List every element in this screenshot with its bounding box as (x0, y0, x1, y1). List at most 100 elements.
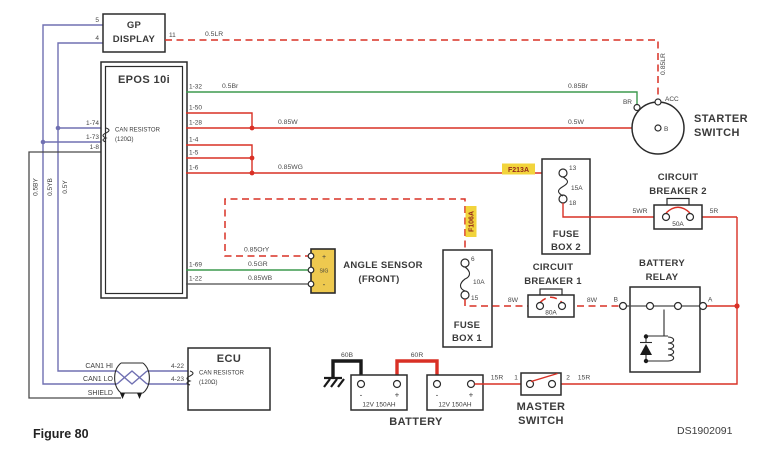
b-terminal (654, 124, 662, 132)
fuse-box-2-title-1: FUSE (553, 229, 580, 240)
resistor-icon (186, 370, 194, 386)
junction-dot (734, 303, 740, 309)
coil-icon (667, 336, 675, 362)
circuit-breaker-1-title-1: CIRCUIT (533, 262, 574, 273)
epos-output-wires: 0.5Br 0.85Br 0.85W 0.5W 0.85WG F213A 0.5… (186, 83, 655, 285)
relay-contact (645, 301, 655, 311)
switch-terminal-1 (525, 379, 535, 389)
wire-label: 0.5Br (222, 83, 239, 90)
relay-b-label: B (614, 297, 618, 304)
shield-tap (137, 393, 142, 399)
angle-sensor-title-1: ANGLE SENSOR (343, 260, 423, 271)
master-terminal-2-label: 2 (566, 375, 570, 382)
battery-relay: B A BATTERY RELAY (614, 258, 713, 373)
fuse1-pin-top: 6 (471, 256, 475, 263)
fuse-id-f106a: F106A (469, 211, 476, 232)
wire-label: 0.85Br (568, 83, 589, 90)
can-stubs-epos (43, 127, 101, 143)
master-switch: 15R 1 2 15R MASTER SWITCH (474, 372, 590, 427)
switch-blade (530, 372, 558, 383)
junction-dot (643, 358, 649, 364)
gp-pin-11: 11 (169, 32, 176, 39)
fuse-terminal (558, 168, 568, 178)
epos-controller: EPOS 10i CAN RESISTOR (120Ω) 1-74 1-73 1… (86, 61, 202, 299)
shield-label: SHIELD (88, 390, 113, 397)
junction-dot (55, 125, 61, 131)
gp-pin-4: 4 (95, 35, 99, 42)
ecu-title: ECU (217, 353, 241, 365)
acc-wire: 0.5LR 0.85LR (165, 31, 667, 99)
fuse-icon (557, 176, 569, 197)
sensor-terminal-minus (307, 280, 315, 288)
fuse1-pin-bottom: 15 (471, 295, 479, 302)
circuit-breaker-2-title-1: CIRCUIT (658, 172, 699, 183)
circuit-breaker-1-title-2: BREAKER 1 (524, 276, 582, 287)
junction-dot (249, 170, 255, 176)
gp-pin-5: 5 (95, 17, 99, 24)
twisted-pair-icon (114, 362, 150, 399)
breaker-terminal (661, 212, 671, 222)
fuse-box-2-title-2: BOX 2 (551, 242, 581, 253)
wire-label: 0.85LR (660, 53, 667, 75)
fuse-terminal (460, 258, 470, 268)
fuse-icon (459, 266, 471, 292)
battery-terminal (356, 379, 366, 389)
junction-dot (249, 125, 255, 131)
battery-link-cable (395, 359, 439, 380)
breaker-terminal (557, 301, 567, 311)
fuse2-pin-bottom: 18 (569, 200, 577, 207)
figure-caption: Figure 80 (33, 427, 89, 441)
master-terminal-1-label: 1 (514, 375, 518, 382)
wire-label: 5R (710, 208, 719, 215)
battery-bank: 60B 60R - + - + 12V 150AH 12V 150AH BATT… (323, 352, 484, 428)
epos-pin: 1-74 (86, 120, 99, 127)
relay-contact (673, 301, 683, 311)
epos-resistor-label-2: (120Ω) (115, 137, 134, 143)
battery-relay-title-1: BATTERY (639, 258, 685, 269)
wire-label: 8W (587, 297, 598, 304)
gauge-label: 0.5Y (62, 180, 69, 194)
wire-label: 0.85W (278, 119, 298, 126)
document-id: DS1902091 (677, 425, 733, 437)
battery1-rating: 12V 150AH (362, 402, 396, 409)
acc-label: ACC (665, 96, 679, 103)
diode-icon (640, 344, 652, 355)
shield-tap (120, 393, 125, 399)
ecu-resistor-label-1: CAN RESISTOR (199, 371, 245, 377)
relay-terminal-b (618, 301, 628, 311)
circuit-breaker-2: 5WR 5R 50A CIRCUIT BREAKER 2 (562, 172, 737, 230)
ground-cable (331, 359, 363, 380)
wire-label: 5WR (632, 208, 647, 215)
starter-switch-title-2: SWITCH (694, 127, 740, 139)
polarity: + (395, 391, 400, 400)
fuse-box-2: 13 15A 18 FUSE BOX 2 (541, 158, 591, 255)
epos-title: EPOS 10i (118, 74, 170, 86)
fuse-box-1: 6 10A 15 FUSE BOX 1 (442, 249, 493, 348)
breaker1-rating: 80A (545, 310, 557, 317)
epos-pin: 1-4 (189, 137, 199, 144)
sensor-terminal-plus (307, 252, 315, 260)
fuse-id-highlight (465, 206, 477, 237)
gauge-label: 0.5YB (47, 178, 54, 196)
junction-dot (40, 139, 46, 145)
wire-label: 8W (508, 297, 519, 304)
fuse-box-1-title-1: FUSE (454, 320, 481, 331)
epos-pin: 1-22 (189, 276, 202, 283)
sensor-minus: - (323, 280, 326, 289)
relay-terminal-a (698, 301, 708, 311)
wire-label: 15R (491, 375, 504, 382)
fuse2-rating: 15A (571, 185, 583, 192)
breaker-terminal (685, 212, 695, 222)
angle-sensor: + SIG - ANGLE SENSOR (FRONT) (307, 248, 423, 294)
epos-pin: 1-8 (90, 144, 100, 151)
fuse-terminal (460, 290, 470, 300)
battery-terminal (392, 379, 402, 389)
ecu: ECU CAN RESISTOR (120Ω) 4-22 4-23 (171, 347, 271, 411)
angle-sensor-title-2: (FRONT) (358, 274, 399, 285)
gp-display: GP DISPLAY 5 4 11 (95, 13, 176, 53)
relay-a-label: A (708, 297, 713, 304)
gp-display-title-2: DISPLAY (113, 34, 156, 45)
polarity: + (469, 391, 474, 400)
